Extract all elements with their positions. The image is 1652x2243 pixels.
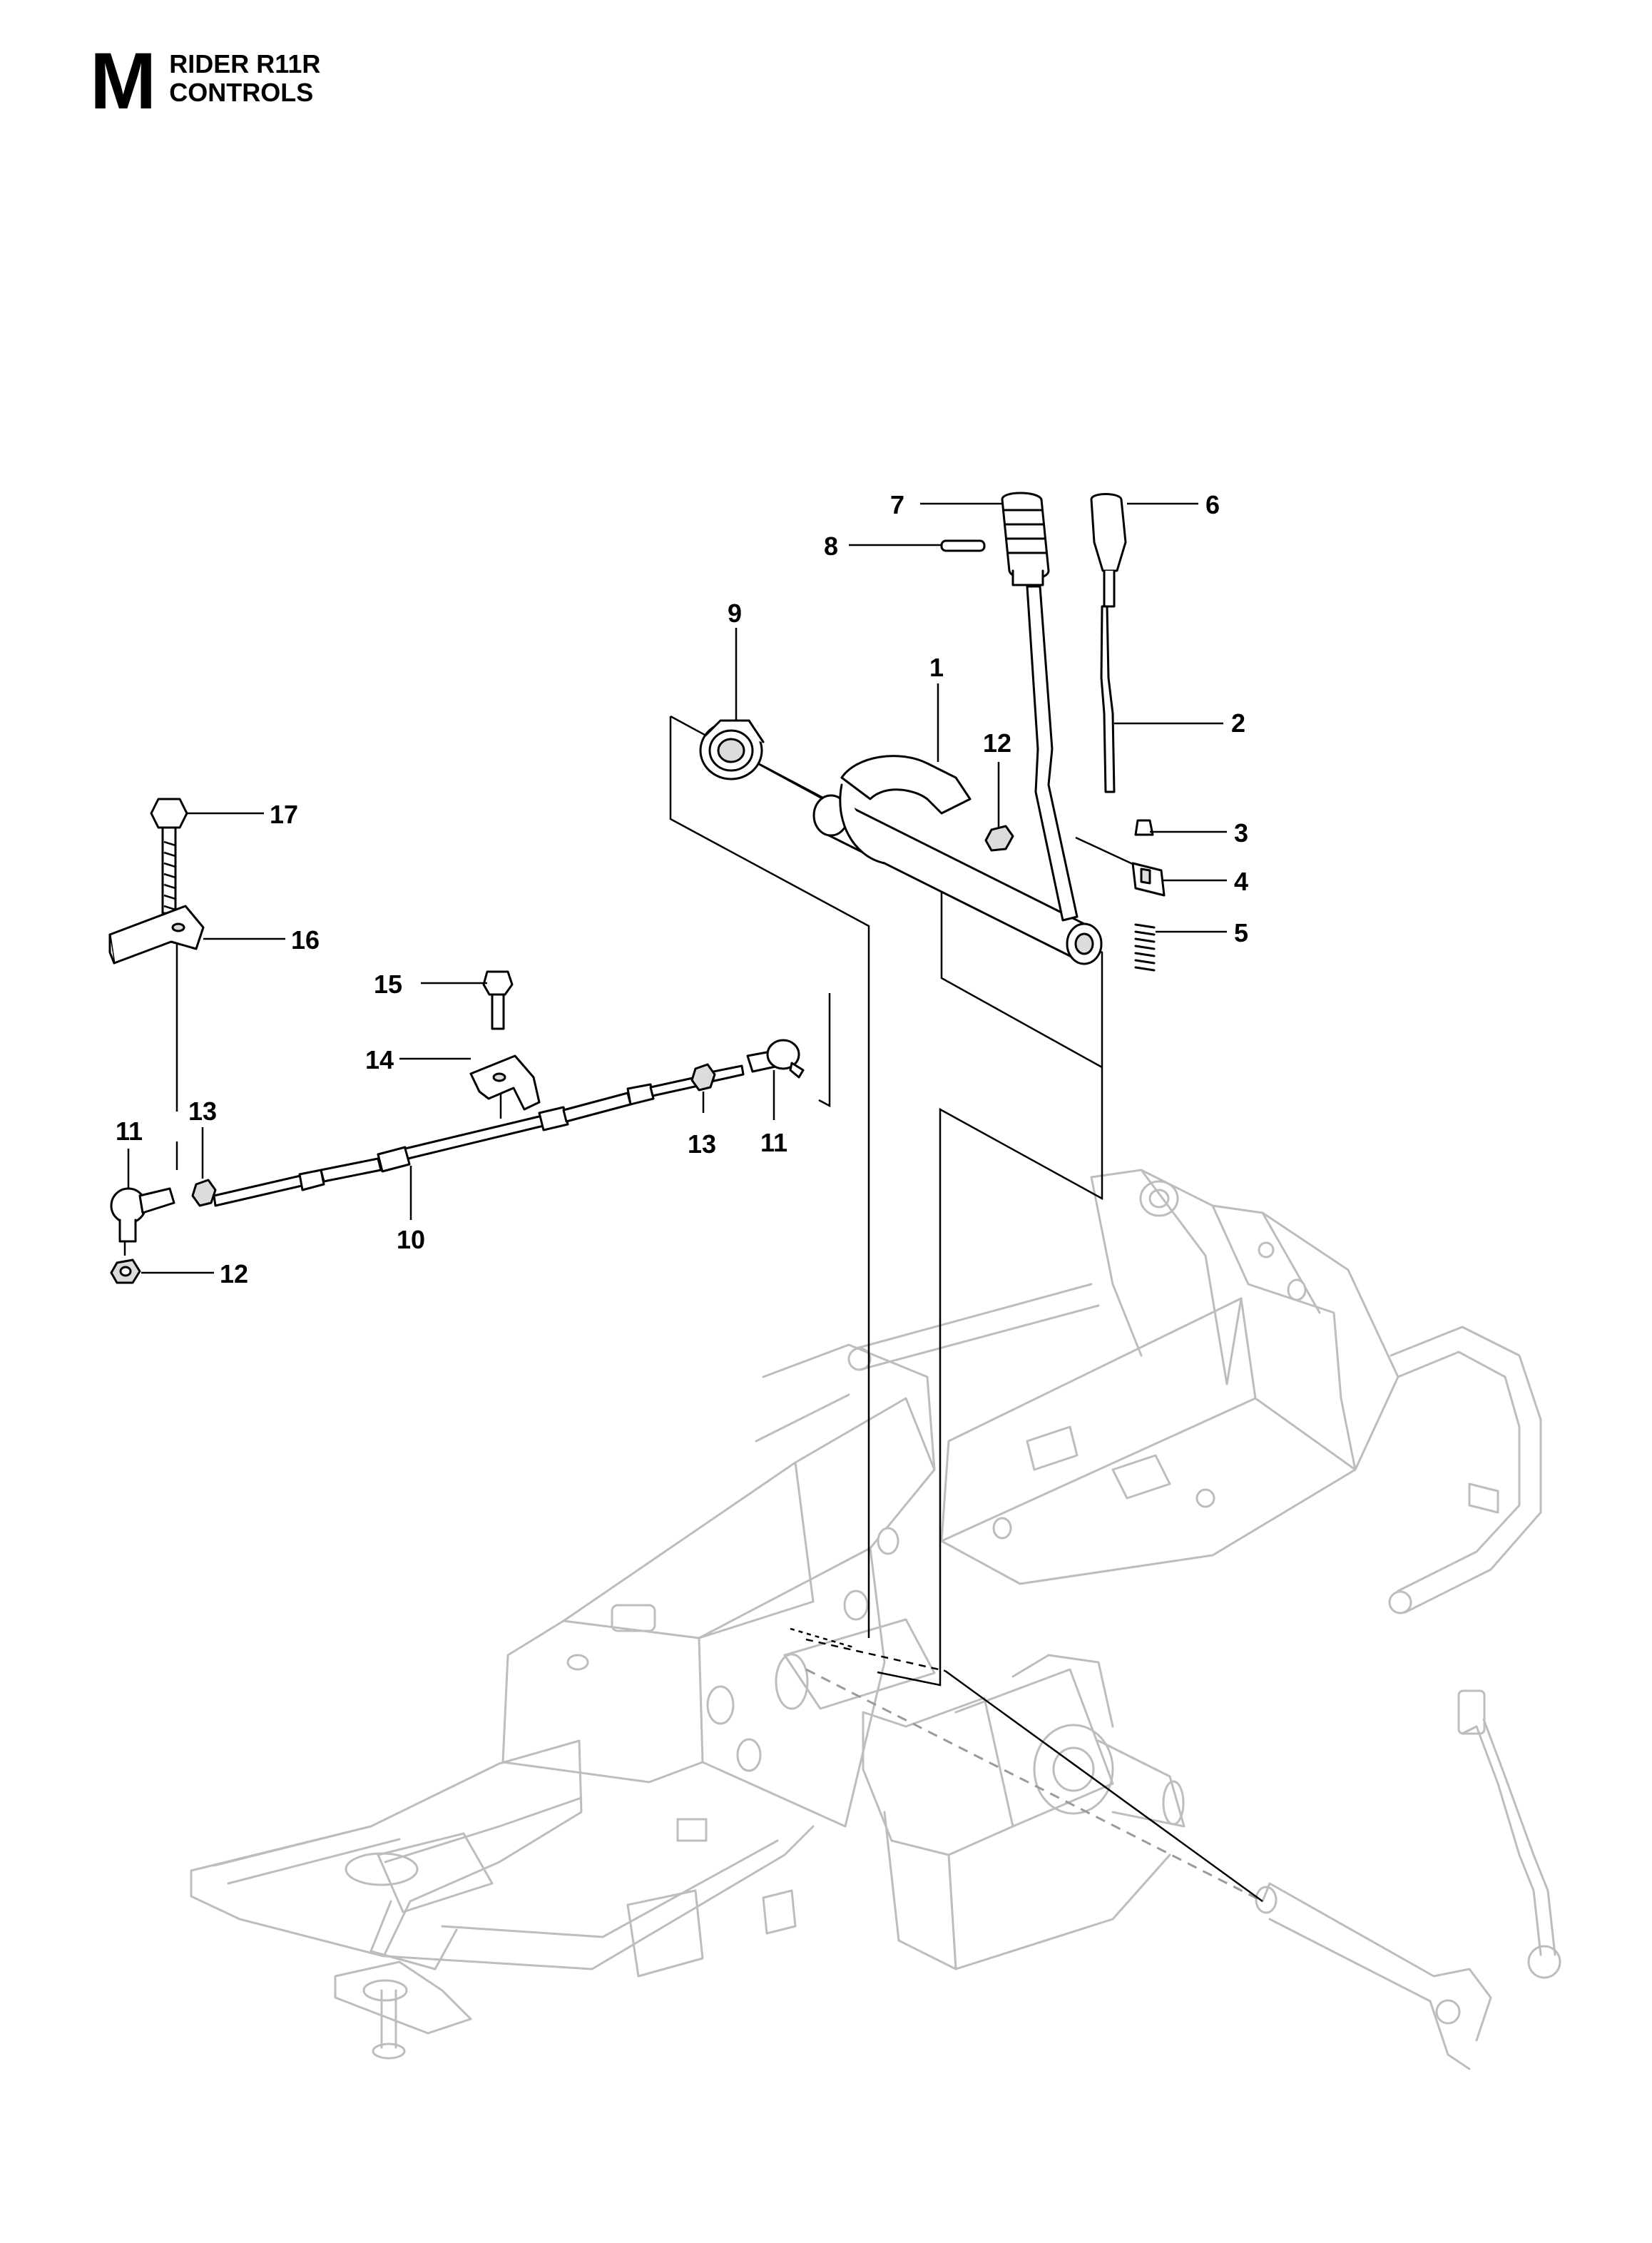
clamp-plate-part-16 [108,905,205,965]
lever-rod [1026,585,1079,922]
ferrule-part-3 [1134,819,1154,836]
callout-11: 11 [760,1128,787,1157]
bushing-part-9 [699,719,765,780]
section-letter: M [90,36,156,126]
page-header: M RIDER R11R CONTROLS [90,36,320,126]
assembly-lines [123,715,1263,1903]
callout-14: 14 [365,1045,394,1074]
callout-8: 8 [824,531,838,561]
callout-6: 6 [1205,490,1220,519]
callout-9: 9 [728,599,742,628]
callout-3: 3 [1234,818,1248,848]
bolt-part-17 [150,798,188,915]
callout-12: 12 [220,1259,248,1288]
callout-13: 13 [188,1097,217,1126]
page-title: RIDER R11R CONTROLS [169,50,320,107]
tractor-frame-drawing [190,1169,1561,2070]
pivot-tube-part-1 [812,755,1103,965]
control-cable-part-10 [213,1064,745,1207]
callout-1: 1 [929,653,944,682]
callout-15: 15 [374,970,402,999]
callout-11: 11 [116,1117,143,1146]
nut-part-13-right [690,1063,716,1092]
plate-part-4 [1131,862,1166,897]
rod-part-2 [1100,605,1116,793]
ball-joint-part-11-right [746,1039,805,1079]
callout-17: 17 [270,800,298,829]
callout-12: 12 [983,728,1011,758]
title-section: CONTROLS [169,78,314,107]
callout-leaders [127,502,1227,1274]
callout-labels: 7 6 8 9 1 12 2 3 4 5 17 16 15 14 11 13 1… [116,490,1248,1288]
callout-13: 13 [688,1129,716,1159]
callout-4: 4 [1234,867,1248,896]
knob-part-7 [1001,492,1050,586]
spring-part-5 [1134,923,1156,972]
nut-part-12-upper [984,825,1014,852]
callout-5: 5 [1234,918,1248,947]
nut-part-12-lower [110,1258,141,1284]
nut-part-13-left [191,1179,217,1207]
screw-part-15 [482,970,514,1030]
ball-joint-part-11-left [110,1187,175,1243]
callout-2: 2 [1231,708,1245,738]
callout-16: 16 [291,925,320,955]
knob-part-6 [1090,493,1127,608]
callout-10: 10 [397,1225,425,1254]
callout-7: 7 [890,490,904,519]
cable-clamp-part-14 [469,1054,541,1111]
pin-part-8 [940,539,986,552]
parts-art [108,492,1166,1284]
title-model: RIDER R11R [169,49,321,78]
